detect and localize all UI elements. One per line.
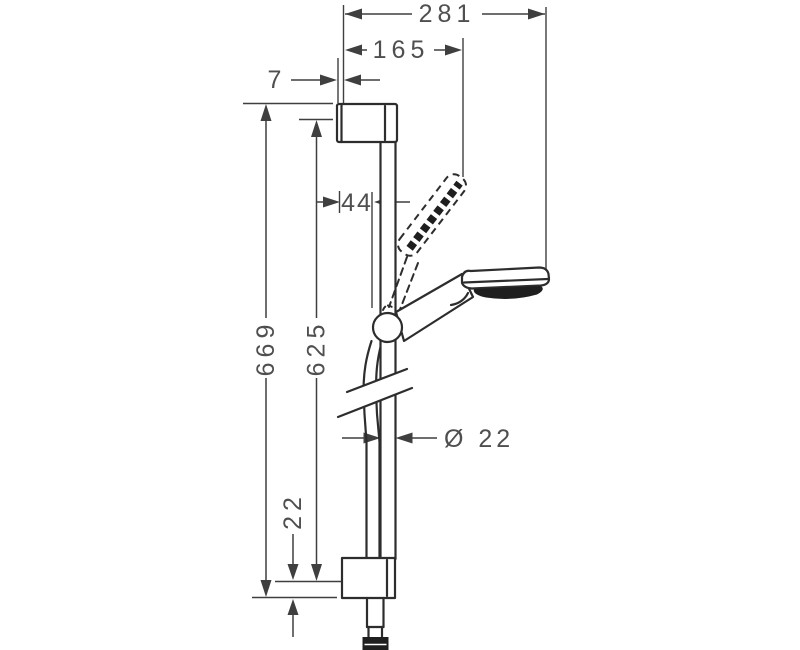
dim-bottom-clearance: 22 (279, 492, 307, 637)
dim-overall-height: 669 (252, 104, 280, 597)
hand-shower-alt-position (382, 173, 468, 313)
pipe-break-marks (336, 367, 414, 419)
dim-overall-width: 281 (345, 0, 545, 28)
dim-wall-clearance: 7 (268, 66, 380, 94)
hose-outlet (362, 596, 389, 650)
dim-handshower-reach-label: 165 (373, 36, 430, 64)
bottom-wall-bracket (340, 556, 397, 600)
slider-holder (371, 311, 404, 344)
dim-bottom-clearance-label: 22 (279, 492, 307, 530)
extension-lines (243, 5, 547, 599)
shower-rail (379, 140, 397, 561)
dim-rail-height: 625 (303, 120, 331, 581)
dim-rail-diameter-label: Ø 22 (444, 425, 514, 453)
top-wall-bracket (335, 102, 399, 144)
shower-hose (362, 339, 383, 561)
dim-handshower-reach: 165 (345, 36, 462, 64)
hose-nut (362, 637, 389, 650)
dim-wall-clearance-label: 7 (268, 66, 287, 94)
dim-overall-height-label: 669 (252, 320, 280, 377)
dim-overall-width-label: 281 (419, 0, 476, 28)
dim-rail-offset-label: 44 (341, 189, 373, 217)
dim-rail-diameter: Ø 22 (342, 425, 514, 453)
dim-rail-height-label: 625 (303, 320, 331, 377)
hand-shower-head (449, 266, 551, 307)
